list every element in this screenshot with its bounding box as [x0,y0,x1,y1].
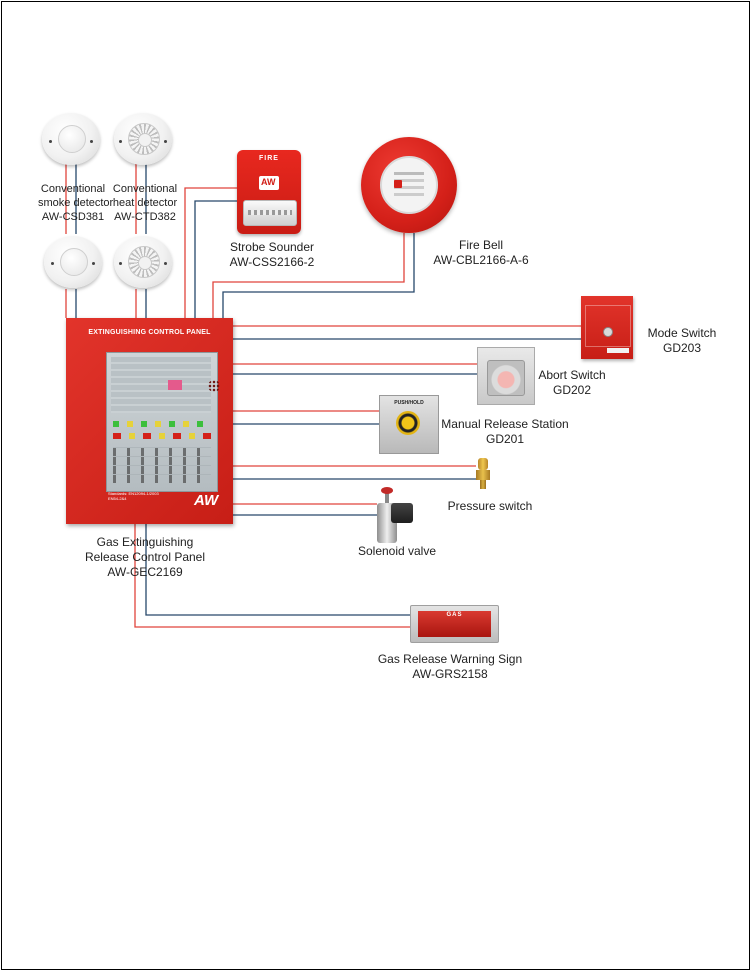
mode-switch-icon [581,296,633,359]
fire-bell-icon [361,137,457,233]
wire-blue-gas [145,524,410,616]
pressure-switch-icon [476,458,490,489]
heat-detector-label: Conventional heat detector AW-CTD382 [112,183,178,223]
manual-release-icon: PUSH/HOLD [379,395,439,454]
wire-red-gas [134,524,410,628]
gas-sign-label: Gas Release Warning Sign AW-GRS2158 [377,652,523,681]
strobe-sounder-icon: FIRE [237,150,301,234]
wire-red-sounder [184,187,237,318]
smoke-detector-icon [42,113,100,165]
pressure-switch-label: Pressure switch [447,499,533,513]
wire-red-bell [212,233,405,318]
strobe-sounder-label: Strobe Sounder AW-CSS2166-2 [229,240,315,269]
smoke-detector-icon [44,236,102,288]
solenoid-valve-icon [375,487,415,543]
mode-switch-label: Mode Switch GD203 [647,326,717,355]
wire-blue-bell [222,233,415,318]
heat-detector-icon [114,236,172,288]
solenoid-valve-label: Solenoid valve [357,544,437,558]
manual-release-label: Manual Release Station GD201 [441,417,569,446]
control-panel-icon: EXTINGUISHING CONTROL PANEL Standards: E… [66,318,233,524]
fire-bell-label: Fire Bell AW-CBL2166-A-6 [433,238,529,267]
wire-blue-sounder [194,200,237,318]
heat-detector-icon [114,113,172,165]
abort-switch-label: Abort Switch GD202 [538,368,606,397]
gas-sign-icon: GAS [410,605,499,643]
abort-switch-icon [477,347,535,405]
control-panel-label: Gas Extinguishing Release Control Panel … [84,535,206,579]
smoke-detector-label: Conventional smoke detector AW-CSD381 [38,183,114,223]
